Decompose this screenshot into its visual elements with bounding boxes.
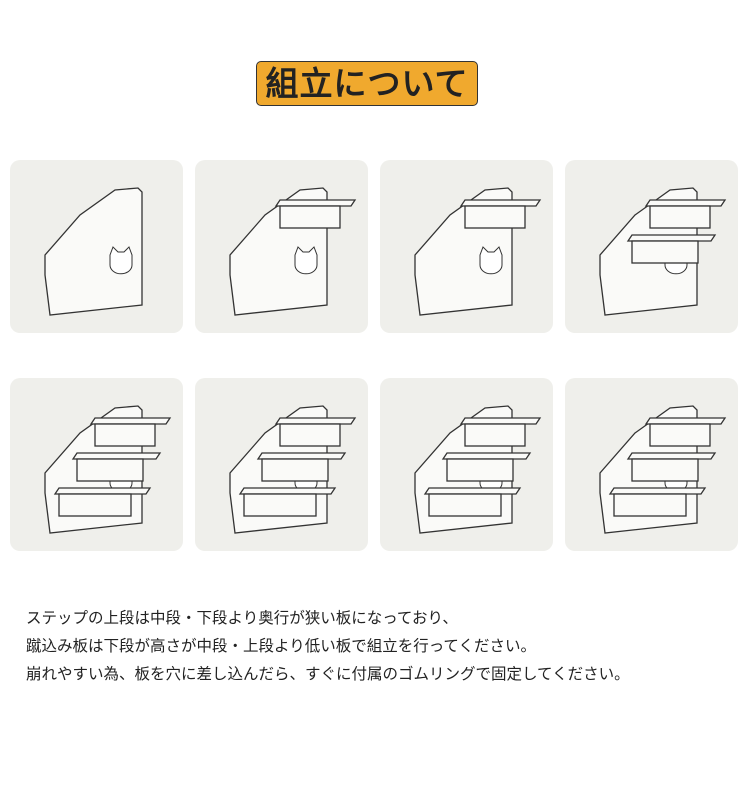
assembly-instructions: ステップの上段は中段・下段より奥行が狭い板になっており、 蹴込み板は下段が高さが…	[26, 604, 630, 688]
cat-face-hole	[109, 246, 133, 275]
step-shelf	[53, 487, 152, 517]
section-title: 組立について	[256, 61, 478, 106]
step-shelf	[459, 417, 542, 447]
cat-face-hole	[294, 246, 318, 275]
instruction-line: 崩れやすい為、板を穴に差し込んだら、すぐに付属のゴムリングで固定してください。	[26, 665, 630, 683]
step-shelf	[274, 199, 357, 229]
step-shelf	[626, 234, 717, 264]
step-shelf	[644, 199, 727, 229]
cat-face-hole	[479, 246, 503, 275]
step-7-illustration	[380, 378, 553, 551]
step-5-illustration	[10, 378, 183, 551]
step-shelf	[256, 452, 347, 482]
step-shelf	[441, 452, 532, 482]
instruction-line: 蹴込み板は下段が高さが中段・上段より低い板で組立を行ってください。	[26, 637, 536, 655]
step-shelf	[274, 417, 357, 447]
step-shelf	[71, 452, 162, 482]
step-shelf	[423, 487, 522, 517]
step-6-illustration	[195, 378, 368, 551]
step-shelf	[89, 417, 172, 447]
step-8-illustration	[565, 378, 738, 551]
step-shelf	[644, 417, 727, 447]
step-4-illustration	[565, 160, 738, 333]
step-2-illustration	[195, 160, 368, 333]
step-shelf	[608, 487, 707, 517]
step-shelf	[238, 487, 337, 517]
step-1-illustration	[10, 160, 183, 333]
side-board	[44, 187, 143, 316]
step-3-illustration	[380, 160, 553, 333]
step-shelf	[459, 199, 542, 229]
step-shelf	[626, 452, 717, 482]
instruction-line: ステップの上段は中段・下段より奥行が狭い板になっており、	[26, 609, 458, 627]
